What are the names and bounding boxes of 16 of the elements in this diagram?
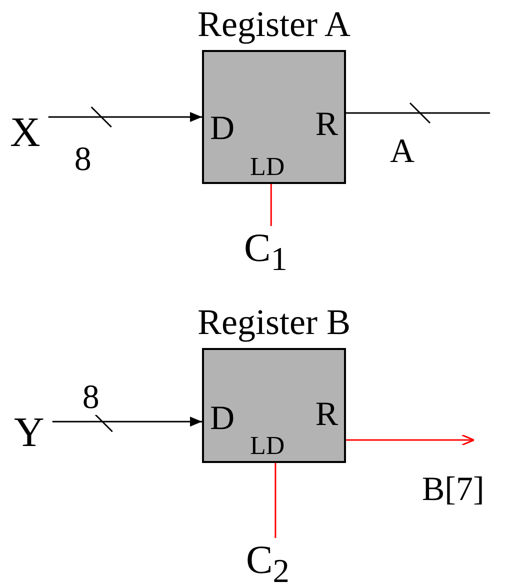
register-name: Register A [196,6,352,42]
port-label: R [315,398,338,432]
signal-line [346,112,490,114]
signal-name: C$_{1}$ [244,228,288,276]
port-label: D [210,402,235,436]
register-name: Register B [196,304,352,340]
port-label: LD [250,154,285,180]
signal-name: Y [14,412,44,454]
signal-name: X [10,112,40,154]
arrow [48,112,202,122]
signal-name: C$_{2}$ [246,540,290,587]
signal-line [346,434,475,446]
port-label: LD [250,433,285,459]
arrow [52,416,202,427]
port-label: D [210,112,235,146]
port-label: R [315,108,338,142]
